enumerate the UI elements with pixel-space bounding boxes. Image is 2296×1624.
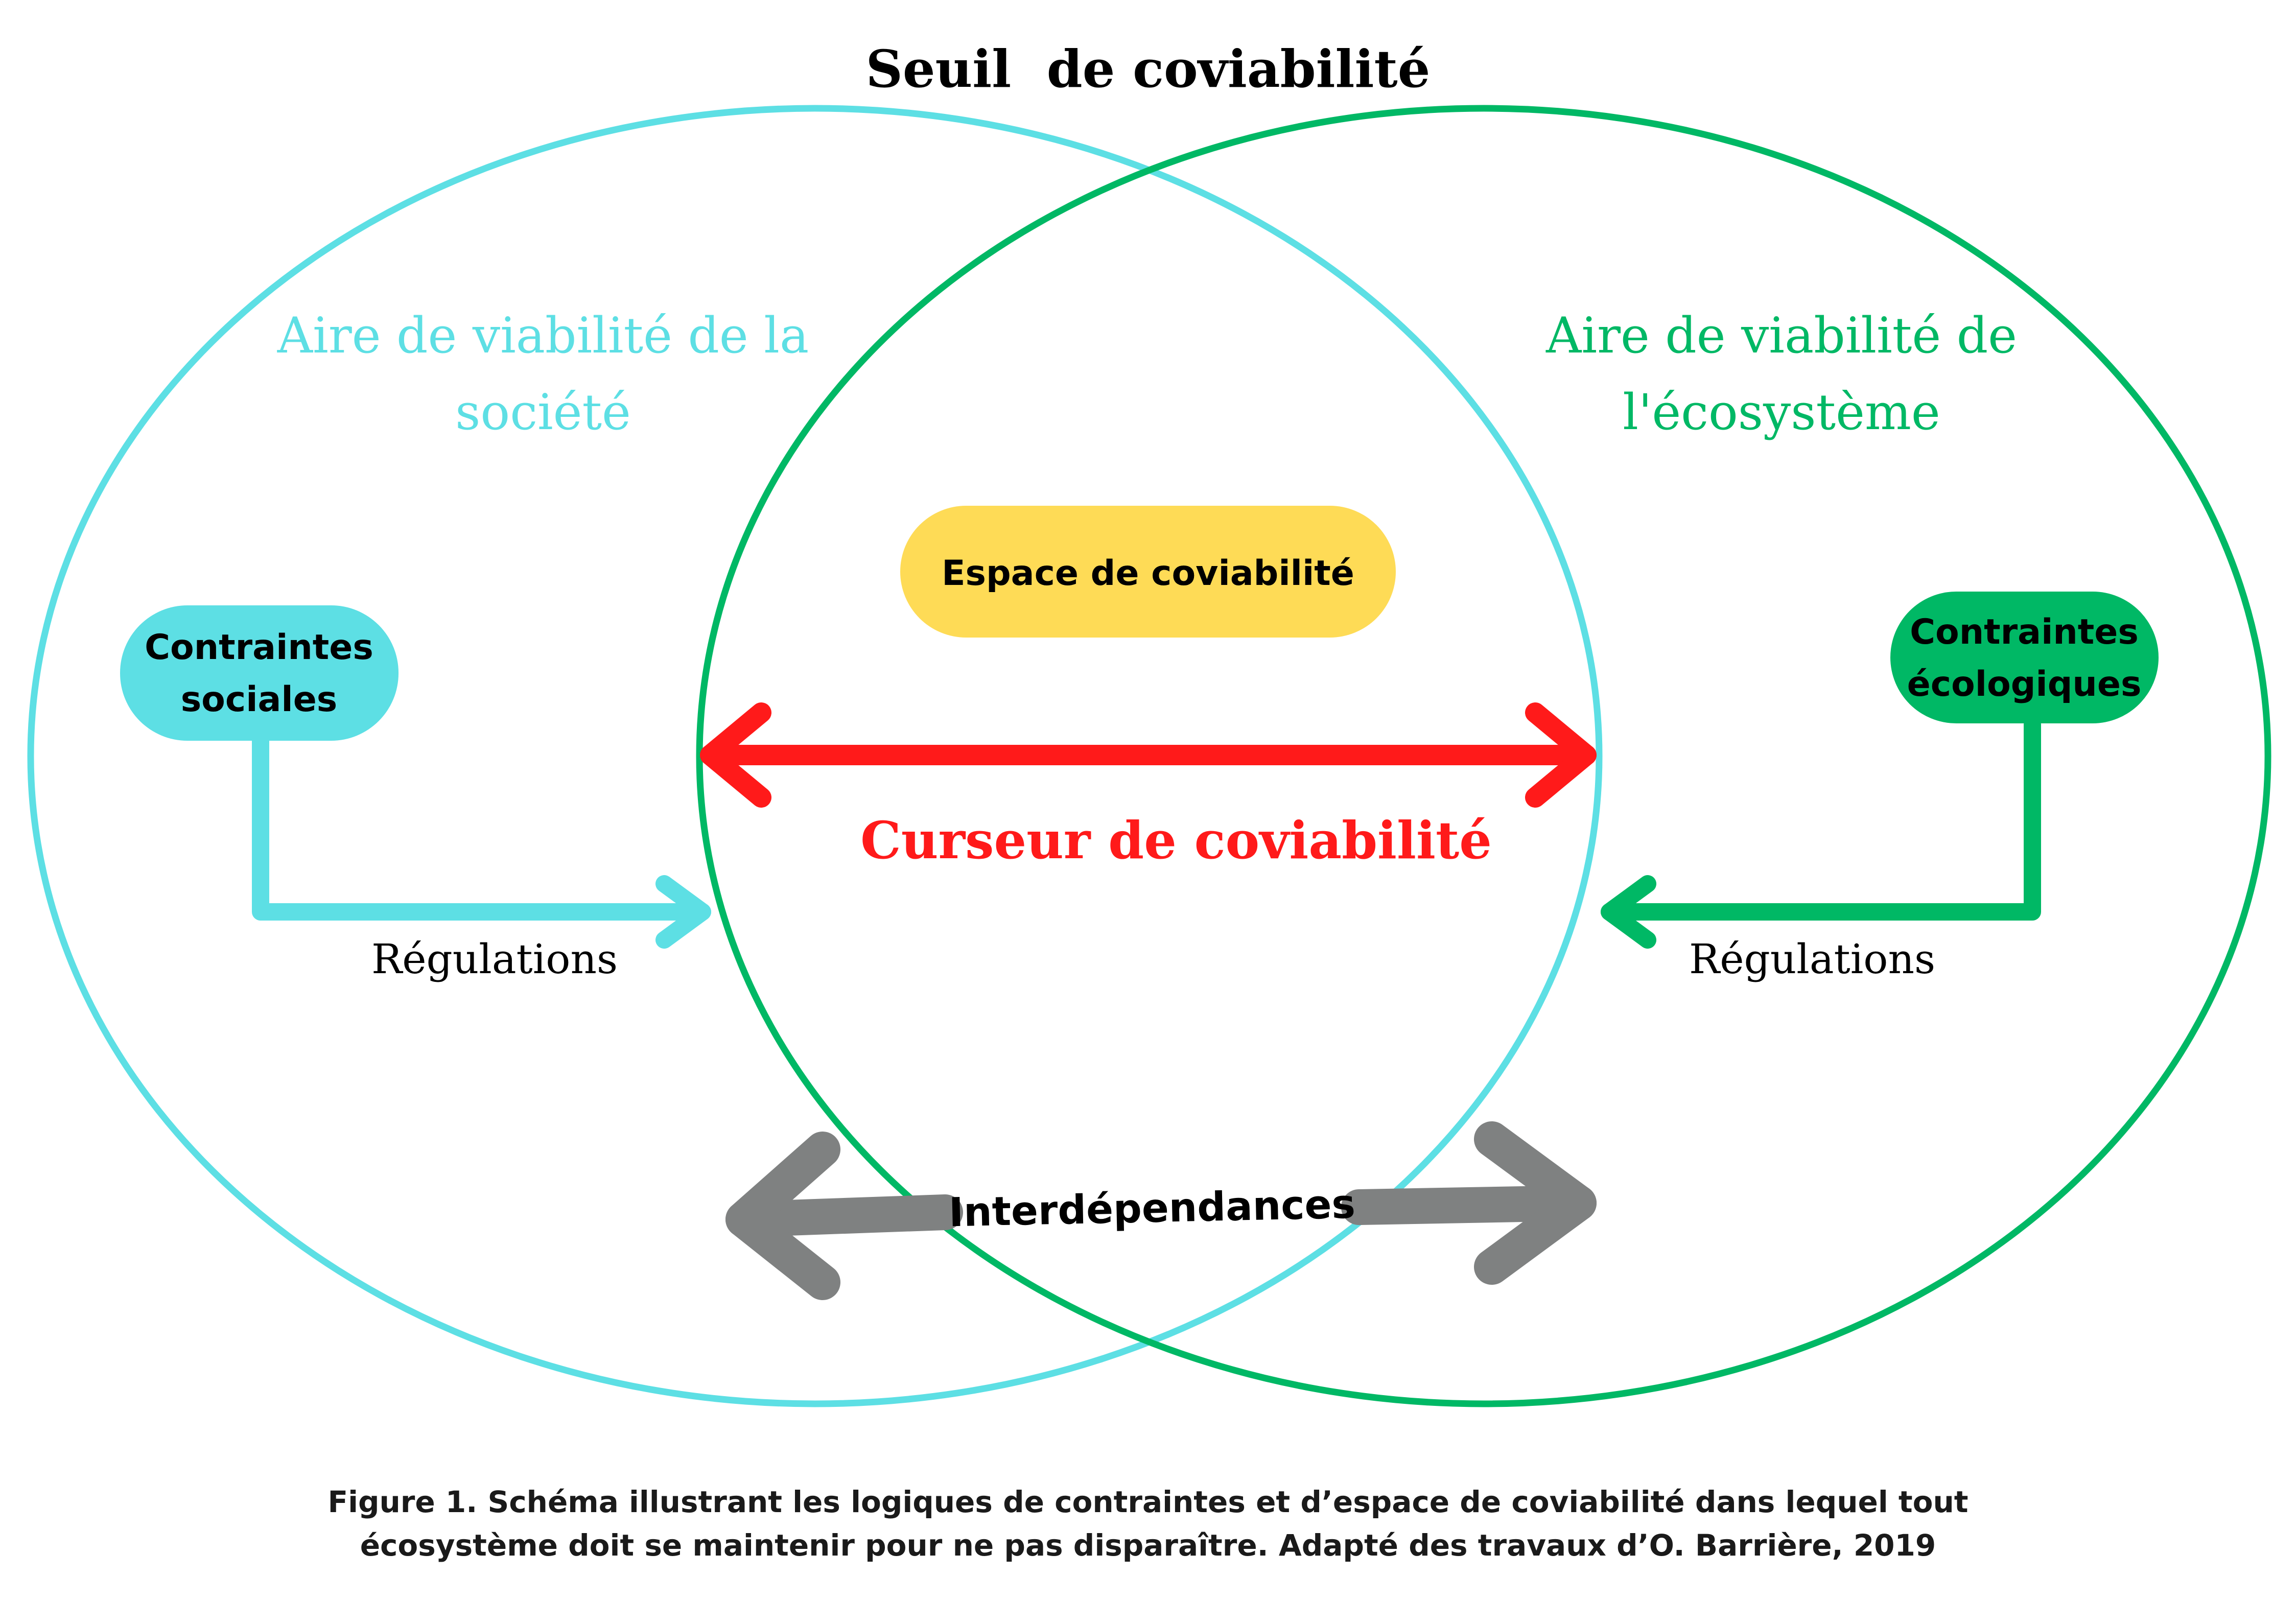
diagram-title: Seuil de coviabilité [866, 39, 1431, 99]
coviability-cursor-arrow [700, 702, 1597, 808]
ecological-constraints-label-line2: écologiques [1907, 664, 2142, 704]
ecosystem-regulations-label: Régulations [1689, 935, 1935, 983]
ecosystem-regulation-arrow [1601, 716, 2041, 949]
ecosystem-viability-circle [696, 105, 2271, 1407]
figure-caption-line2: écosystème doit se maintenir pour ne pas… [360, 1528, 1936, 1563]
social-constraints-label-line2: sociales [181, 679, 338, 720]
society-regulations-label: Régulations [371, 935, 618, 983]
ecosystem-area-label-line2: l'écosystème [1623, 384, 1940, 441]
social-constraints-pill: Contraintes sociales [120, 605, 399, 741]
interdependences-arrow-left [725, 1132, 963, 1300]
social-constraints-label-line1: Contraintes [145, 627, 373, 668]
society-area-label-line1: Aire de viabilité de la [277, 307, 809, 364]
ecological-constraints-pill: Contraintes écologiques [1890, 592, 2159, 723]
interdependences-arrow-right [1341, 1121, 1597, 1285]
ecological-constraints-label-line1: Contraintes [1910, 612, 2139, 652]
ecosystem-area-label-line1: Aire de viabilité de [1545, 307, 2017, 364]
coviability-space-pill: Espace de coviabilité [900, 506, 1396, 638]
society-area-label-line2: société [455, 384, 631, 441]
coviability-space-label: Espace de coviabilité [942, 553, 1354, 594]
society-regulation-arrow [252, 732, 711, 949]
figure-caption-line1: Figure 1. Schéma illustrant les logiques… [327, 1485, 1968, 1519]
coviability-cursor-label: Curseur de coviabilité [860, 810, 1492, 870]
society-viability-circle [27, 105, 1603, 1407]
interdependences-label: Interdépendances [948, 1182, 1355, 1236]
